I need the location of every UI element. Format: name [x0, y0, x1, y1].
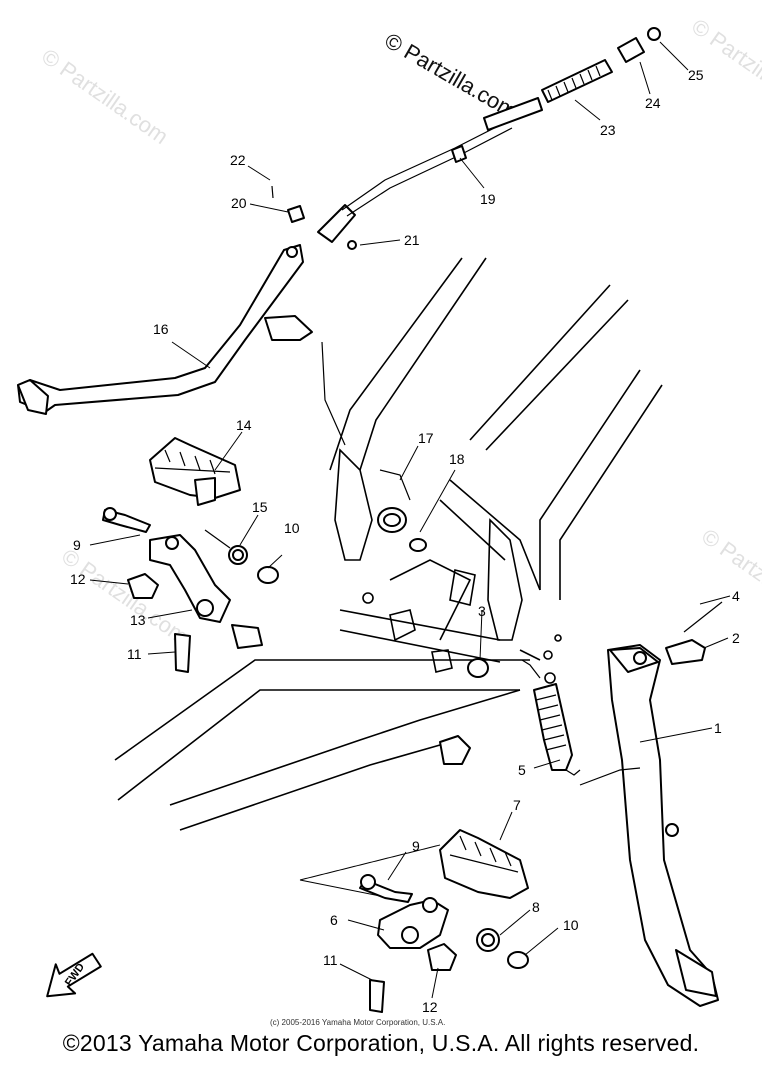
callout-15: 15: [252, 499, 268, 515]
callout-10: 10: [563, 917, 579, 933]
small-copyright: (c) 2005-2016 Yamaha Motor Corporation, …: [270, 1018, 445, 1027]
callout-20: 20: [231, 195, 247, 211]
lower-footrest-assembly: [359, 735, 529, 1013]
callout-13: 13: [130, 612, 146, 628]
callout-16: 16: [153, 321, 169, 337]
callout-9: 9: [73, 537, 81, 553]
callout-21: 21: [404, 232, 420, 248]
callout-14: 14: [236, 417, 252, 433]
callout-11: 11: [127, 646, 142, 662]
sidestand-assembly: [521, 601, 723, 1007]
callout-24: 24: [645, 95, 661, 111]
callout-23: 23: [600, 122, 616, 138]
callout-2: 2: [732, 630, 740, 646]
brake-rod-assembly: [271, 27, 661, 250]
partzilla-watermark: © Partzilla.com: [381, 28, 522, 124]
callout-6: 6: [330, 912, 338, 928]
callout-labels: 1 2 3 4 5 6 7 8 9 9 10 10 11 11 12 12 13…: [70, 67, 740, 1015]
callout-1: 1: [714, 720, 722, 736]
callout-19: 19: [480, 191, 496, 207]
callout-25: 25: [688, 67, 704, 83]
callout-18: 18: [449, 451, 465, 467]
callout-17: 17: [418, 430, 434, 446]
copyright-footer: ©2013 Yamaha Motor Corporation, U.S.A. A…: [62, 1030, 700, 1056]
callout-8: 8: [532, 899, 540, 915]
callout-12: 12: [70, 571, 86, 587]
callout-4: 4: [732, 588, 740, 604]
callout-3: 3: [478, 603, 486, 619]
callout-11: 11: [323, 952, 338, 968]
callout-9: 9: [412, 838, 420, 854]
callout-10: 10: [284, 520, 300, 536]
callout-12: 12: [422, 999, 438, 1015]
upper-footrest-assembly: [102, 437, 279, 673]
leader-lines: [89, 41, 731, 999]
fwd-arrow: FWD: [46, 952, 102, 998]
brake-pedal: [17, 244, 346, 446]
pedal-return-springs: [377, 469, 489, 678]
callout-5: 5: [518, 762, 526, 778]
watermark-text: © Partzilla.com: [37, 44, 173, 150]
callout-22: 22: [230, 152, 246, 168]
callout-7: 7: [513, 797, 521, 813]
frame-tubes: [114, 257, 663, 901]
